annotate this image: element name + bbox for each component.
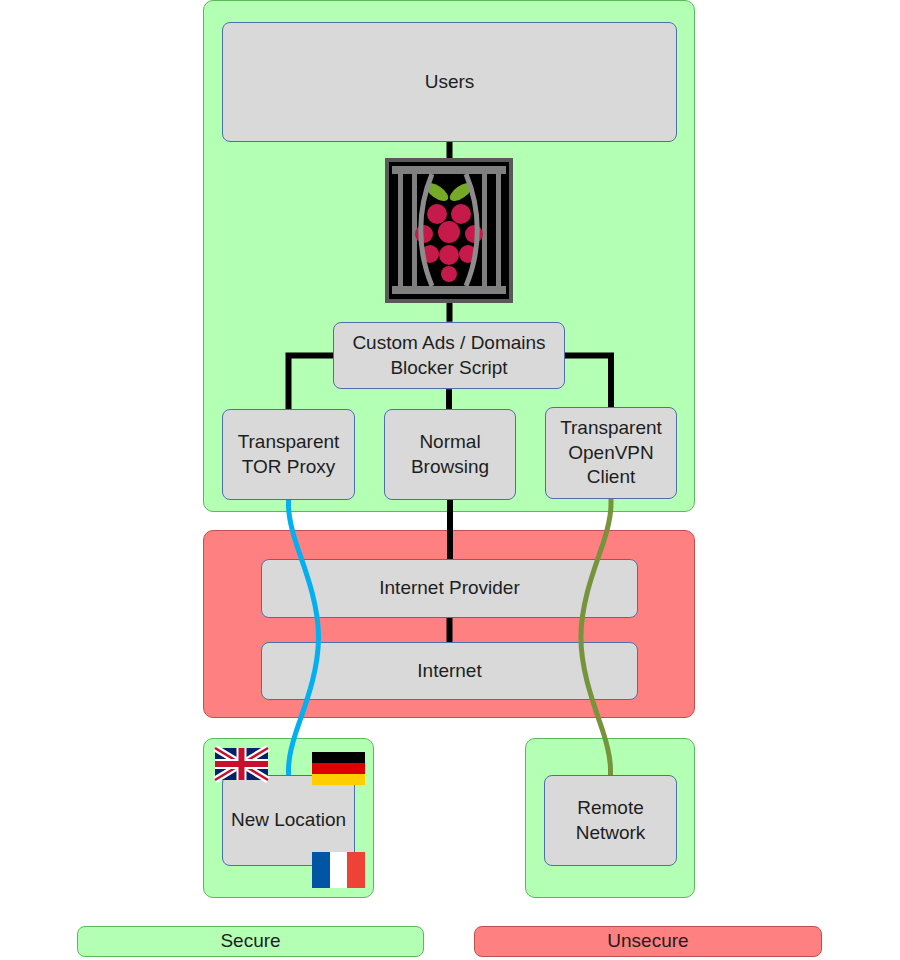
tunnel-line <box>289 500 319 775</box>
node-label: Internet <box>417 659 481 684</box>
connector-line <box>447 500 453 559</box>
text-holder: New Location <box>225 804 352 837</box>
text-holder: Users <box>419 66 481 99</box>
text-holder: Internet <box>411 655 487 688</box>
node-label: Transparent TOR Proxy <box>229 430 348 479</box>
remote-network-box: Remote Network <box>544 775 677 866</box>
connector-line <box>447 618 453 642</box>
legend-label: Unsecure <box>607 929 688 954</box>
text-holder: Normal Browsing <box>385 426 515 483</box>
browsing-box: Normal Browsing <box>384 409 516 500</box>
blocker-box: Custom Ads / Domains Blocker Script <box>333 322 565 389</box>
users-box: Users <box>222 22 677 142</box>
connector-line <box>446 389 452 409</box>
node-label: Remote Network <box>551 796 670 845</box>
connector-line <box>289 356 334 410</box>
france-flag <box>312 852 365 888</box>
node-label: New Location <box>231 808 346 833</box>
text-holder: Transparent OpenVPN Client <box>546 412 676 494</box>
vpn-client-box: Transparent OpenVPN Client <box>545 407 677 499</box>
legend-swatch: Secure <box>77 926 424 957</box>
legend-label: Secure <box>220 929 280 954</box>
legend-swatch: Unsecure <box>474 926 822 957</box>
germany-flag <box>312 752 365 785</box>
text-holder: Internet Provider <box>373 572 525 605</box>
node-label: Transparent OpenVPN Client <box>552 416 670 490</box>
node-label: Normal Browsing <box>391 430 509 479</box>
text-holder: Transparent TOR Proxy <box>223 426 354 483</box>
connector-line <box>565 356 611 407</box>
tunnel-line <box>581 499 611 775</box>
text-holder: Custom Ads / Domains Blocker Script <box>334 327 564 384</box>
node-label: Custom Ads / Domains Blocker Script <box>340 331 558 380</box>
text-holder: Remote Network <box>545 792 676 849</box>
node-label: Internet Provider <box>379 576 519 601</box>
uk-flag <box>215 748 268 780</box>
node-label: Users <box>425 70 475 95</box>
tor-proxy-box: Transparent TOR Proxy <box>222 409 355 500</box>
